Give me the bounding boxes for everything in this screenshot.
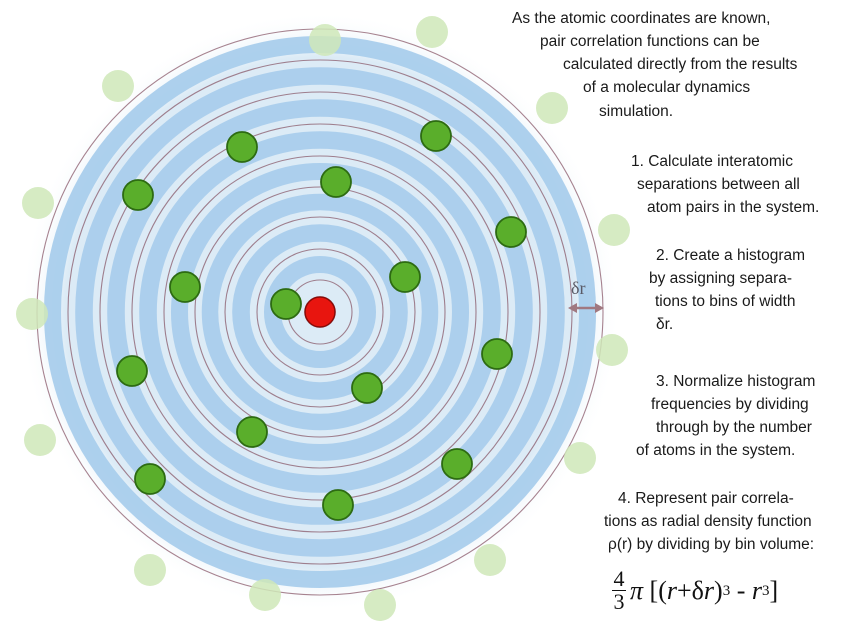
shell-ring bbox=[131, 123, 509, 501]
density-band bbox=[107, 99, 533, 525]
step3-line-3: through by the number bbox=[656, 419, 812, 436]
intro-line-1: As the atomic coordinates are known, bbox=[512, 10, 771, 27]
density-band bbox=[201, 193, 439, 431]
step4-line-2: tions as radial density function bbox=[604, 513, 812, 530]
faded-atom bbox=[416, 16, 448, 48]
faded-atom bbox=[598, 214, 630, 246]
formula-close2: ] bbox=[769, 575, 779, 605]
faded-atom bbox=[564, 442, 596, 474]
shell-ring bbox=[224, 216, 416, 408]
faded-atom bbox=[309, 24, 341, 56]
faded-atom bbox=[249, 579, 281, 611]
green-atom bbox=[420, 120, 452, 152]
green-atom bbox=[481, 338, 513, 370]
formula-r1: r bbox=[666, 575, 677, 605]
shell-ring bbox=[163, 155, 477, 469]
step1-line-3: atom pairs in the system. bbox=[647, 199, 820, 216]
intro-line-3: calculated directly from the results bbox=[563, 56, 798, 73]
green-atom bbox=[351, 372, 383, 404]
green-atom bbox=[322, 489, 354, 521]
faded-atom bbox=[16, 298, 48, 330]
step1-line-1: 1. Calculate interatomic bbox=[631, 153, 793, 170]
step4-line-3: ρ(r) by dividing by bin volume: bbox=[608, 536, 815, 553]
step3-line-1: 3. Normalize histogram bbox=[656, 373, 816, 390]
green-atom bbox=[226, 131, 258, 163]
density-band bbox=[75, 67, 565, 557]
dr-label: δr bbox=[571, 278, 586, 298]
shell-ring bbox=[67, 59, 573, 565]
faded-atom bbox=[596, 334, 628, 366]
formula-minus: - bbox=[730, 575, 752, 605]
green-atoms bbox=[116, 120, 527, 521]
green-atom bbox=[441, 448, 473, 480]
step2-line-3: tions to bins of width bbox=[655, 293, 796, 310]
green-atom bbox=[122, 179, 154, 211]
green-atom bbox=[116, 355, 148, 387]
density-band bbox=[139, 131, 501, 493]
formula-r2: r bbox=[703, 575, 715, 605]
faded-atom bbox=[364, 589, 396, 621]
fraction-bar bbox=[612, 590, 626, 591]
faded-atom bbox=[474, 544, 506, 576]
green-atom bbox=[270, 288, 302, 320]
green-atom bbox=[169, 271, 201, 303]
step3-line-4: of atoms in the system. bbox=[636, 442, 796, 459]
density-band bbox=[232, 224, 408, 400]
intro-line-2: pair correlation functions can be bbox=[540, 33, 760, 50]
step1-line-2: separations between all bbox=[637, 176, 800, 193]
formula-denominator: 3 bbox=[613, 589, 625, 614]
faded-atom bbox=[536, 92, 568, 124]
step2-line-1: 2. Create a histogram bbox=[656, 247, 806, 264]
step2-line-2: by assigning separa- bbox=[649, 270, 793, 287]
formula-r3: r bbox=[751, 575, 762, 605]
green-atom bbox=[389, 261, 421, 293]
faded-atom bbox=[24, 424, 56, 456]
formula-plus-dr: +δ bbox=[676, 575, 704, 605]
density-band bbox=[170, 162, 470, 462]
formula-open: [( bbox=[649, 575, 667, 605]
dr-arrow bbox=[568, 303, 604, 313]
shell-ring bbox=[256, 248, 384, 376]
formula-pi: π bbox=[630, 575, 644, 605]
center-atom bbox=[304, 296, 336, 328]
step2-line-4: δr. bbox=[656, 316, 674, 333]
formula-close1: ) bbox=[714, 575, 723, 605]
faded-atom bbox=[134, 554, 166, 586]
shell-ring bbox=[99, 91, 541, 533]
step4-line-1: 4. Represent pair correla- bbox=[618, 490, 794, 507]
green-atom bbox=[236, 416, 268, 448]
formula-fraction: 4 3 bbox=[612, 568, 626, 613]
intro-line-4: of a molecular dynamics bbox=[583, 79, 751, 96]
green-atom bbox=[320, 166, 352, 198]
shell-ring bbox=[194, 186, 446, 438]
faded-atom bbox=[102, 70, 134, 102]
intro-line-5: simulation. bbox=[599, 103, 674, 120]
faded-atom bbox=[22, 187, 54, 219]
formula-numerator: 4 bbox=[613, 566, 625, 591]
faded-atoms bbox=[16, 16, 630, 621]
bin-volume-formula: 4 3 π [( r +δ r ) 3 - r 3 ] bbox=[612, 566, 779, 614]
green-atom bbox=[495, 216, 527, 248]
green-atom bbox=[134, 463, 166, 495]
step3-line-2: frequencies by dividing bbox=[651, 396, 809, 413]
